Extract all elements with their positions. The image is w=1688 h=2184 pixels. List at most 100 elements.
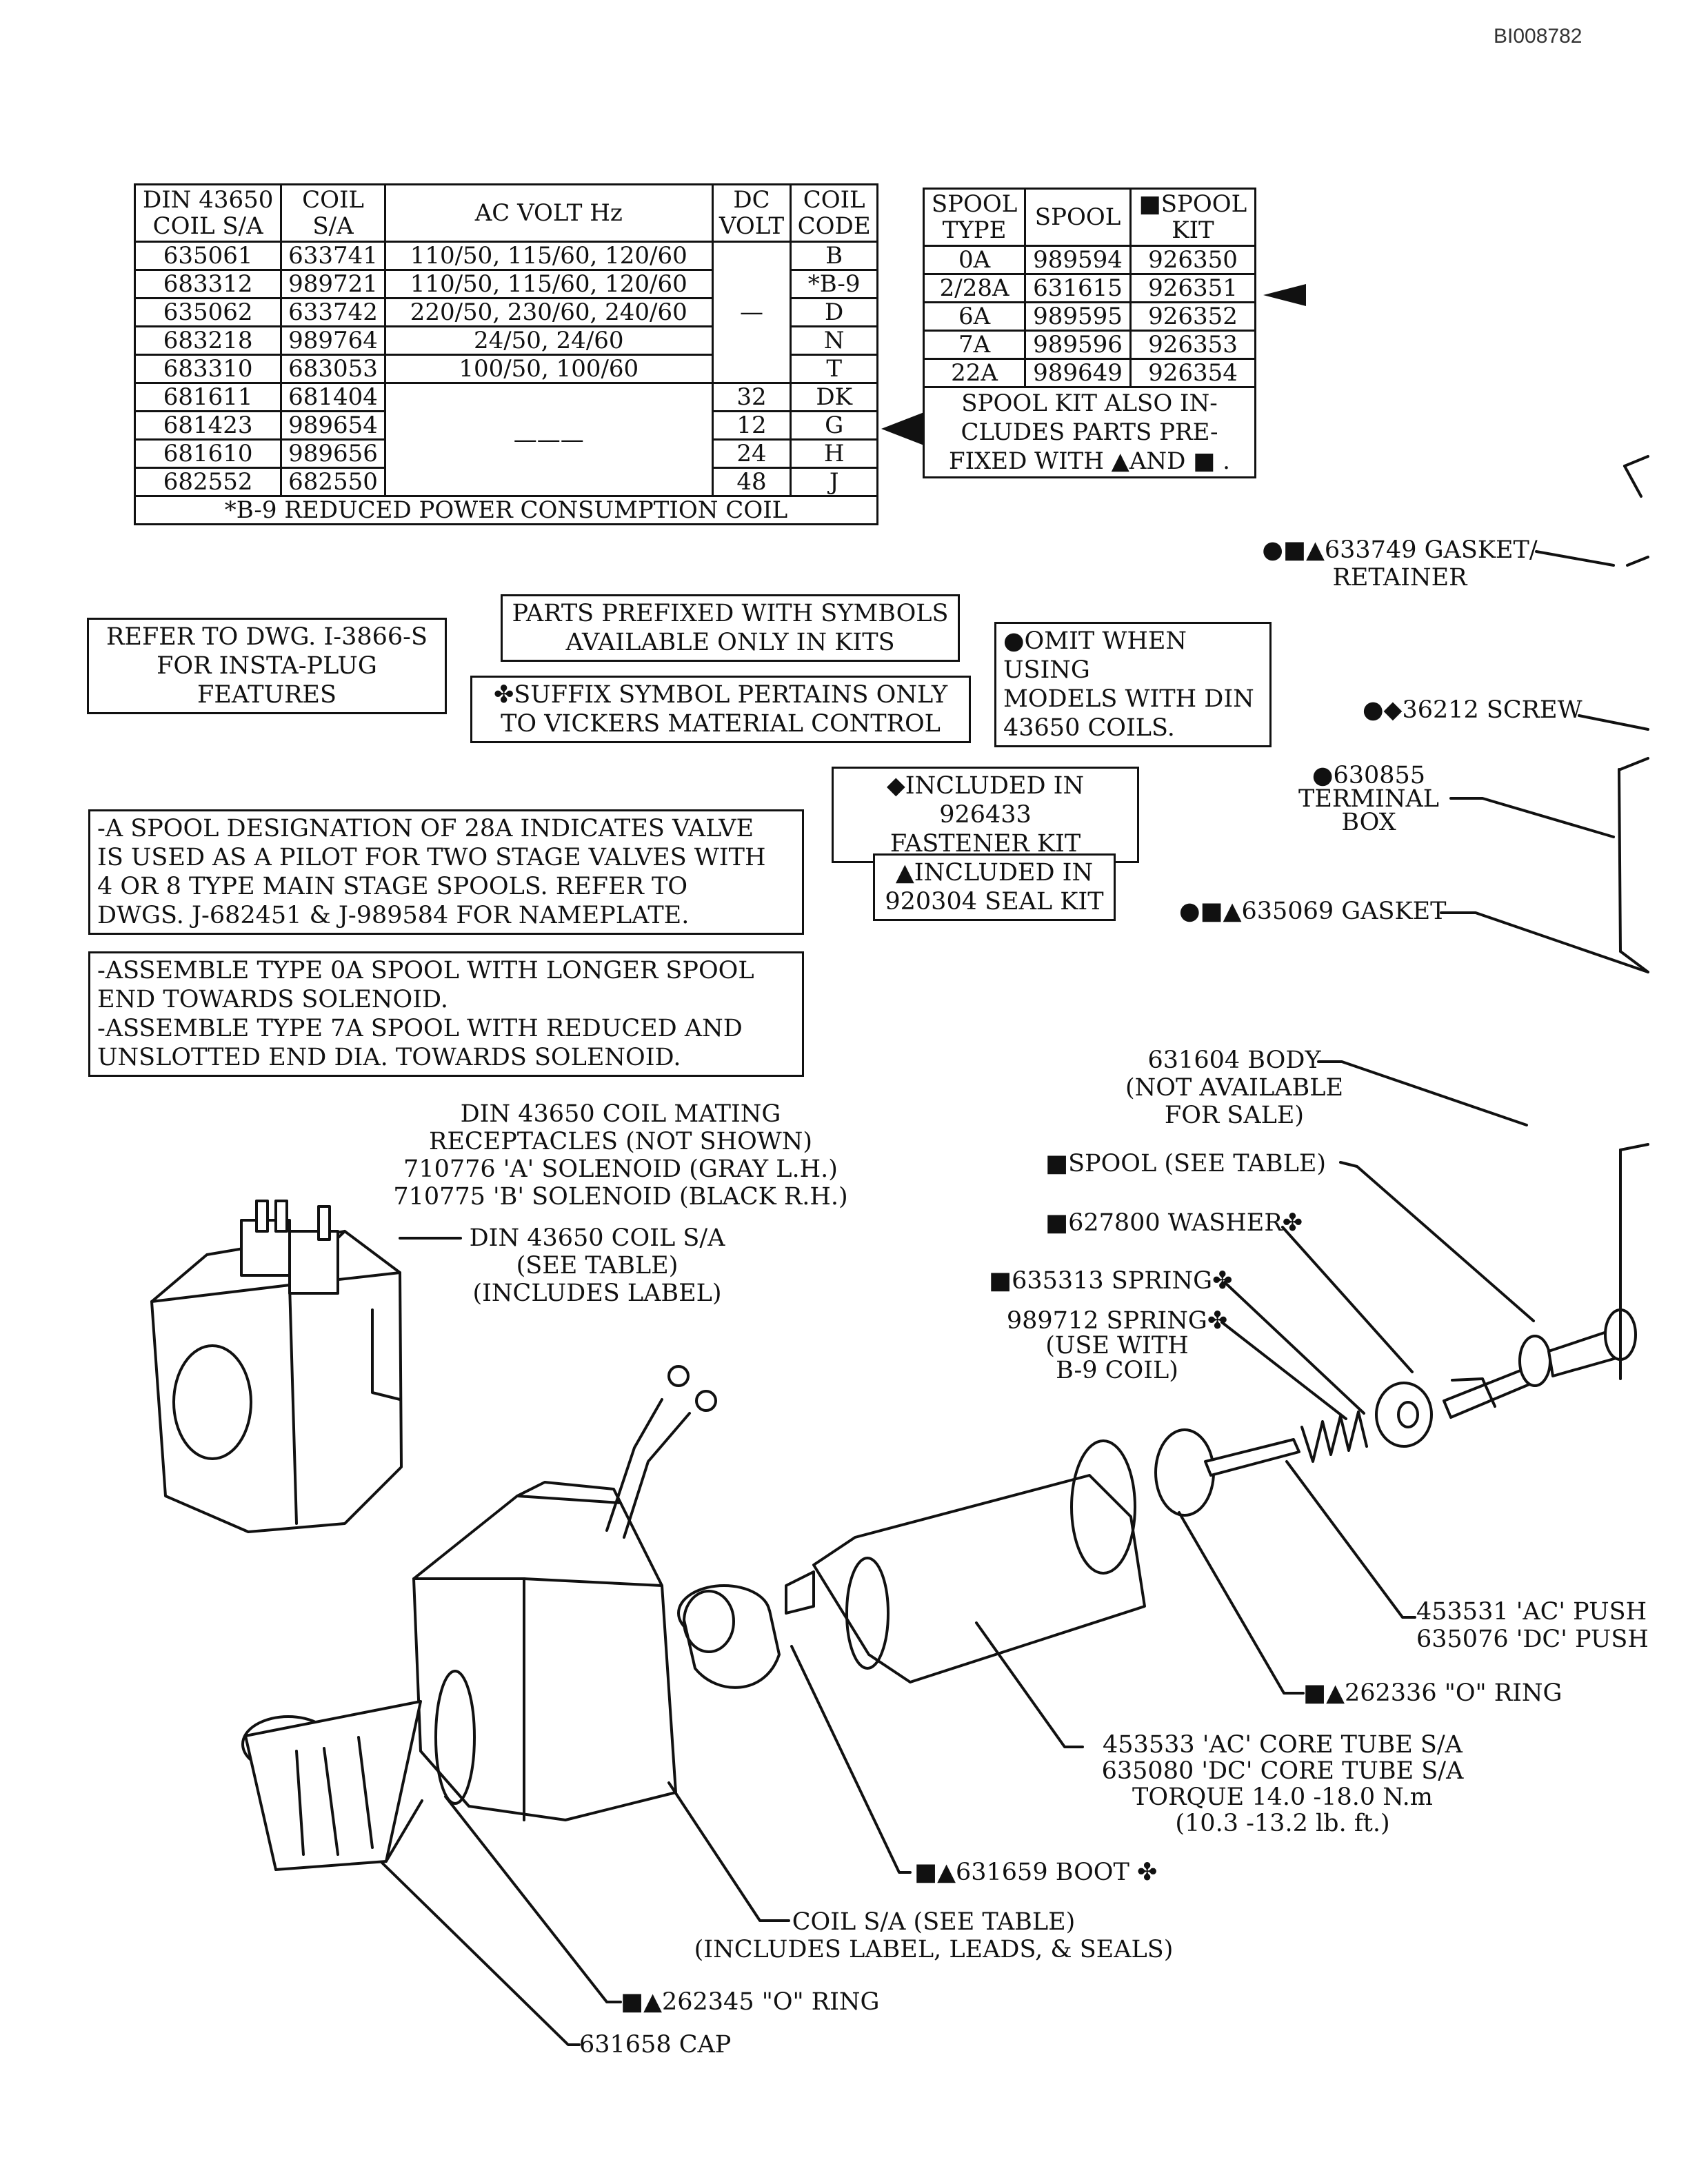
table-row: 22A 989649 926354 <box>922 358 1257 388</box>
col-dc-volt: DC VOLT <box>711 183 792 243</box>
label-terminal-box: ●630855 TERMINAL BOX <box>1298 762 1440 836</box>
label-spring-1: ■635313 SPRING✤ <box>989 1267 1233 1295</box>
cell: 633741 <box>280 241 386 271</box>
leader-line <box>1440 911 1649 973</box>
table-row: 7A 989596 926353 <box>922 330 1257 360</box>
leader-line <box>1285 1460 1416 1619</box>
o-ring-part <box>1154 1428 1215 1517</box>
leader-line <box>790 1645 912 1874</box>
spool-part <box>1443 1308 1637 1419</box>
cell: 681610 <box>133 438 283 469</box>
table-row: 635061 633741 110/50, 115/60, 120/60 — B <box>133 241 878 384</box>
cell: 683053 <box>280 354 386 384</box>
cell: 681423 <box>133 410 283 441</box>
cell: 0A <box>922 245 1027 275</box>
note-insta-plug: REFER TO DWG. I-3866-S FOR INSTA-PLUG FE… <box>87 618 447 714</box>
table-row: 681423 989654 12 G <box>133 410 878 441</box>
label-gasket-retainer: ●■▲633749 GASKET/ RETAINER <box>1262 536 1538 592</box>
label-body: 631604 BODY (NOT AVAILABLE FOR SALE) <box>1125 1046 1343 1129</box>
leader-line <box>1220 1321 1347 1420</box>
label-spool: ■SPOOL (SEE TABLE) <box>1045 1150 1327 1177</box>
cell: 989764 <box>280 325 386 356</box>
cell: 681611 <box>133 382 283 412</box>
cell: 22A <box>922 358 1027 388</box>
cell: G <box>790 410 878 441</box>
cell: 7A <box>922 330 1027 360</box>
cell: 989656 <box>280 438 386 469</box>
label-cap: 631658 CAP <box>579 2031 732 2059</box>
spool-table-header: SPOOL TYPE SPOOL ■SPOOL KIT <box>922 188 1257 247</box>
leader-line <box>667 1781 790 1922</box>
col-din-coil: DIN 43650 COIL S/A <box>133 183 283 243</box>
push-pin-part <box>1204 1438 1300 1477</box>
washer-part <box>1375 1382 1433 1448</box>
table-row: 683310 683053 100/50, 100/60 T <box>133 354 878 384</box>
cell: 635062 <box>133 297 283 327</box>
leader-line <box>381 1861 581 2046</box>
coil-table: DIN 43650 COIL S/A COIL S/A AC VOLT Hz D… <box>133 183 878 525</box>
table-row: 682552 682550 48 J <box>133 467 878 497</box>
label-din-coil: DIN 43650 COIL S/A (SEE TABLE) (INCLUDES… <box>469 1224 725 1307</box>
table-row: 681610 989656 24 H <box>133 438 878 469</box>
coil-table-footnote: *B-9 REDUCED POWER CONSUMPTION COIL <box>134 495 878 525</box>
label-spring-2: 989712 SPRING✤ (USE WITH B-9 COIL) <box>1006 1307 1228 1384</box>
note-omit: ●OMIT WHEN USING MODELS WITH DIN 43650 C… <box>994 622 1272 747</box>
cell: 926352 <box>1129 301 1257 332</box>
cell: 989721 <box>280 269 386 299</box>
note-fastener-kit: ◆INCLUDED IN 926433 FASTENER KIT <box>832 767 1139 863</box>
cell: 48 <box>711 467 792 497</box>
table-row: 683312 989721 110/50, 115/60, 120/60 *B-… <box>133 269 878 299</box>
cell: J <box>790 467 878 497</box>
col-coil-code: COIL CODE <box>790 183 878 243</box>
label-o-ring-1: ■▲262336 "O" RING <box>1303 1679 1563 1707</box>
cell: 683312 <box>133 269 283 299</box>
table-row: 635062 633742 220/50, 230/60, 240/60 D <box>133 297 878 327</box>
arrow-pointer-icon <box>881 412 924 445</box>
leader-line <box>975 1621 1084 1748</box>
valve-body-part <box>1618 455 1649 1380</box>
cell: 926354 <box>1129 358 1257 388</box>
leader-line <box>1223 1281 1365 1415</box>
coil-assembly-part <box>412 1365 717 1821</box>
cell: 989595 <box>1024 301 1132 332</box>
cell: 683310 <box>133 354 283 384</box>
table-footnote-row: *B-9 REDUCED POWER CONSUMPTION COIL <box>134 495 878 525</box>
table-row: 681611 681404 ——— 32 DK <box>133 382 878 497</box>
cell: 989649 <box>1024 358 1132 388</box>
label-screw: ●◆36212 SCREW <box>1363 696 1582 724</box>
cell: 110/50, 115/60, 120/60 <box>383 269 714 299</box>
cap-part <box>241 1670 476 1871</box>
table-row: 0A 989594 926350 <box>922 245 1257 275</box>
cell: 682550 <box>280 467 386 497</box>
cell: 989596 <box>1024 330 1132 360</box>
cell: 24/50, 24/60 <box>383 325 714 356</box>
col-coil-sa: COIL S/A <box>280 183 386 243</box>
label-o-ring-2: ■▲262345 "O" RING <box>621 1988 880 2016</box>
cell: 110/50, 115/60, 120/60 <box>383 241 714 271</box>
cell: 683218 <box>133 325 283 356</box>
cell: N <box>790 325 878 356</box>
leader-line <box>1449 797 1615 838</box>
label-gasket: ●■▲635069 GASKET <box>1179 898 1447 925</box>
label-push: 453531 'AC' PUSH 635076 'DC' PUSH <box>1416 1598 1649 1653</box>
col-spool: SPOOL <box>1024 188 1132 247</box>
spool-table: SPOOL TYPE SPOOL ■SPOOL KIT 0A 989594 92… <box>922 188 1257 478</box>
ac-merged-cell-dc: ——— <box>383 382 714 497</box>
note-kits-only: PARTS PREFIXED WITH SYMBOLS AVAILABLE ON… <box>501 594 960 662</box>
cell: DK <box>790 382 878 412</box>
col-spool-kit: ■SPOOL KIT <box>1129 188 1257 247</box>
cell: T <box>790 354 878 384</box>
dc-merged-cell-ac: — <box>711 241 792 384</box>
note-seal-kit: ▲INCLUDED IN 920304 SEAL KIT <box>873 853 1116 921</box>
spool-kit-note: SPOOL KIT ALSO IN- CLUDES PARTS PRE- FIX… <box>923 386 1256 478</box>
cell: 2/28A <box>922 273 1027 303</box>
din-coil-part <box>150 1200 403 1533</box>
boot-part <box>677 1584 781 1689</box>
spool-table-note-row: SPOOL KIT ALSO IN- CLUDES PARTS PRE- FIX… <box>923 386 1256 478</box>
coil-table-header: DIN 43650 COIL S/A COIL S/A AC VOLT Hz D… <box>133 183 878 243</box>
col-ac-volt: AC VOLT Hz <box>383 183 714 243</box>
label-core-tube: 453533 'AC' CORE TUBE S/A 635080 'DC' CO… <box>1101 1731 1464 1837</box>
cell: 220/50, 230/60, 240/60 <box>383 297 714 327</box>
col-spool-type: SPOOL TYPE <box>922 188 1027 247</box>
